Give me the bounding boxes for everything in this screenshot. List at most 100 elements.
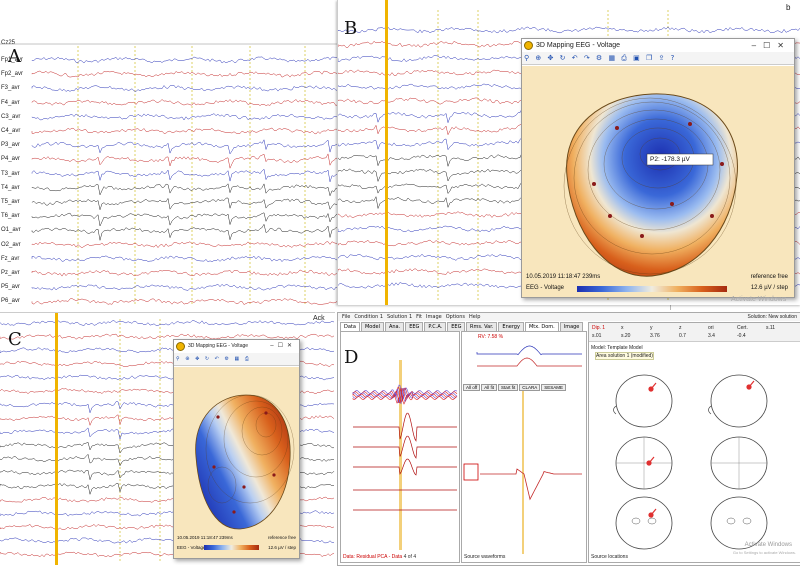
- settings-icon[interactable]: ⚙: [595, 54, 603, 62]
- voltage-tooltip: P2: -178.3 µV: [650, 156, 690, 163]
- cursor-bar: [55, 313, 58, 565]
- header-cell: ori: [708, 325, 714, 331]
- export-icon[interactable]: ⇪: [658, 54, 665, 62]
- menu-item[interactable]: Options: [445, 314, 465, 320]
- model-sub-label[interactable]: Area solution 1 (modified): [595, 352, 654, 360]
- legend-pca: PCA - Data: [377, 554, 403, 560]
- data-subpanel[interactable]: Data: Residual PCA - Data 4 of 4: [340, 331, 460, 563]
- move-icon[interactable]: ✥: [547, 54, 554, 62]
- grid-icon[interactable]: ▦: [608, 54, 616, 62]
- undo-icon[interactable]: ↶: [571, 54, 578, 62]
- source-locations-label: Source locations: [591, 554, 628, 560]
- tab[interactable]: Ana.: [384, 322, 405, 331]
- search-icon[interactable]: ⚲: [524, 54, 530, 62]
- source-waveforms[interactable]: [462, 332, 586, 562]
- maximize-icon[interactable]: ☐: [277, 343, 287, 349]
- tab[interactable]: Rms. Var.: [466, 322, 498, 331]
- head-map-c[interactable]: [174, 367, 299, 558]
- save-icon[interactable]: ▣: [633, 54, 640, 62]
- map-mode-label: EEG - Voltage: [526, 285, 565, 291]
- close-icon[interactable]: ✕: [286, 343, 296, 349]
- ear-outline: [708, 405, 712, 415]
- zoom-icon[interactable]: ⊕: [185, 356, 190, 362]
- tab[interactable]: EEG: [447, 322, 466, 331]
- maximize-icon[interactable]: ☐: [763, 41, 778, 50]
- map-canvas-c[interactable]: 10.05.2019 11:18:47 239ms reference free…: [174, 367, 299, 558]
- step-label: 12.6 µV / step: [750, 285, 788, 291]
- head-views[interactable]: [589, 323, 800, 562]
- close-icon[interactable]: ✕: [777, 41, 791, 50]
- dipole-orientation: [650, 382, 657, 390]
- header-cell: Cert.: [737, 325, 748, 331]
- head-outline: [615, 374, 673, 428]
- tab[interactable]: Mtx. Dom.: [524, 322, 559, 331]
- channel-label: O1_avr: [1, 227, 21, 234]
- fit-button[interactable]: SESAME: [541, 384, 566, 391]
- header-cell: s.01: [592, 333, 602, 339]
- dipole-orientation: [748, 380, 755, 388]
- header-cell: y: [650, 325, 653, 331]
- activation-watermark: Activate Windows: [731, 296, 787, 303]
- fit-button[interactable]: All fit: [481, 384, 497, 391]
- zoom-icon[interactable]: ⊕: [535, 54, 542, 62]
- data-waveforms[interactable]: [341, 332, 459, 562]
- undo-icon[interactable]: ↶: [214, 356, 219, 362]
- map-window-titlebar[interactable]: 3D Mapping EEG - Voltage –☐✕: [522, 39, 794, 52]
- header-cell: -0.4: [737, 333, 746, 339]
- tab[interactable]: Image: [559, 322, 584, 331]
- tab[interactable]: Model: [360, 322, 384, 331]
- grid-icon[interactable]: ▦: [234, 356, 240, 362]
- fit-button[interactable]: CLARA: [519, 384, 541, 391]
- menu-item[interactable]: File: [342, 314, 351, 320]
- minimize-icon[interactable]: –: [270, 343, 278, 349]
- map-window-c-titlebar[interactable]: 3D Mapping EEG - Voltage –☐✕: [174, 340, 299, 353]
- map-canvas-b[interactable]: P2: -178.3 µV 10.05.2019 11:18:47 239ms …: [522, 66, 794, 297]
- header-cell: x: [621, 325, 624, 331]
- menu-item[interactable]: Solution 1: [387, 314, 413, 320]
- tab[interactable]: P.C.A.: [424, 322, 447, 331]
- legend-data: Data:: [343, 554, 355, 560]
- copy-icon[interactable]: ❐: [646, 54, 653, 62]
- tab[interactable]: Data: [340, 322, 360, 331]
- fit-button[interactable]: Start fit: [497, 384, 519, 391]
- map-window-c[interactable]: 3D Mapping EEG - Voltage –☐✕ ⚲ ⊕ ✥ ↻ ↶ ⚙…: [173, 339, 300, 559]
- rotate-icon[interactable]: ↻: [559, 54, 566, 62]
- menu-item[interactable]: Help: [469, 314, 481, 320]
- menu-item[interactable]: Fit: [416, 314, 423, 320]
- data-trace: [352, 387, 458, 403]
- rotate-icon[interactable]: ↻: [204, 356, 210, 362]
- head-map-b[interactable]: [522, 66, 794, 297]
- redo-icon[interactable]: ↷: [583, 54, 590, 62]
- fit-button[interactable]: All off: [463, 384, 481, 391]
- channel-label: Fz_avr: [1, 255, 20, 262]
- eeg-trace: [0, 320, 335, 326]
- color-scale-bar-c: [204, 545, 259, 550]
- corner-label-c: Ack: [313, 315, 325, 322]
- energy-trace: [477, 357, 582, 367]
- channel-label: F3_avr: [1, 85, 20, 92]
- reference-label-c: reference free: [267, 535, 296, 540]
- minimize-icon[interactable]: –: [751, 41, 764, 50]
- window-controls[interactable]: –☐✕: [270, 340, 296, 353]
- cursor-bar: [522, 384, 524, 554]
- settings-icon[interactable]: ⚙: [224, 356, 229, 362]
- move-icon[interactable]: ✥: [195, 356, 200, 362]
- map-window-b[interactable]: 3D Mapping EEG - Voltage –☐✕ ⚲ ⊕ ✥ ↻ ↶ ↷…: [521, 38, 795, 298]
- head-outline: [615, 496, 673, 550]
- dipole-selector: [463, 463, 479, 481]
- header-cell: s.20: [621, 333, 631, 339]
- window-controls[interactable]: –☐✕: [752, 39, 791, 52]
- tab[interactable]: EEG: [405, 322, 424, 331]
- search-icon[interactable]: ⚲: [176, 356, 180, 362]
- tab[interactable]: Energy: [498, 322, 524, 331]
- map-toolbar: ⚲ ⊕ ✥ ↻ ↶ ↷ ⚙ ▦ ⎙ ▣ ❐ ⇪ ?: [522, 52, 794, 65]
- menu-item[interactable]: Condition 1: [354, 314, 384, 320]
- map-toolbar-c: ⚲ ⊕ ✥ ↻ ↶ ⚙ ▦ ⎙: [174, 353, 299, 366]
- print-icon[interactable]: ⎙: [244, 356, 249, 362]
- print-icon[interactable]: ⎙: [621, 54, 627, 62]
- menu-item[interactable]: Image: [426, 314, 442, 320]
- help-icon[interactable]: ?: [670, 54, 675, 62]
